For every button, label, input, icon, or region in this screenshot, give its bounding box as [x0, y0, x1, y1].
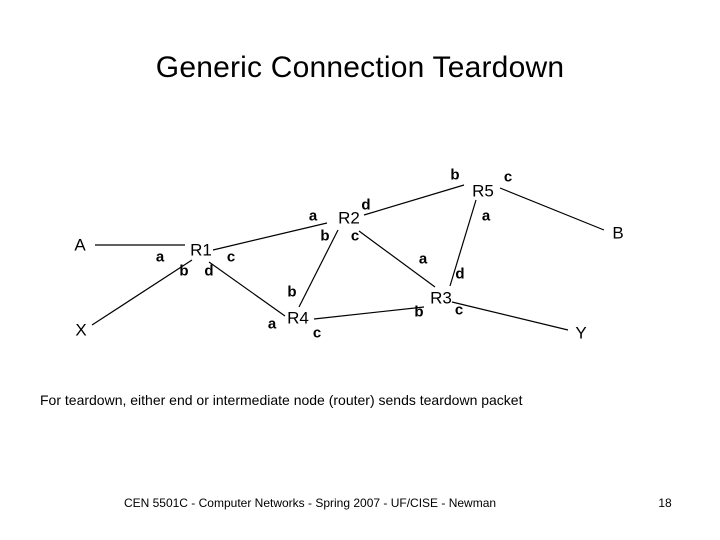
port-label-r4-a: a: [267, 315, 277, 333]
node-label-a: A: [74, 235, 86, 255]
port-label-r5-b: b: [450, 166, 460, 184]
topology-link: [358, 230, 436, 288]
port-label-r1-b: b: [179, 262, 189, 280]
port-label-r1-a: a: [155, 248, 165, 266]
topology-link: [208, 261, 286, 317]
node-label-y: Y: [575, 323, 587, 343]
node-label-b: B: [612, 223, 624, 243]
node-label-r5: R5: [472, 181, 494, 201]
node-label-r2: R2: [338, 208, 360, 228]
node-label-x: X: [75, 320, 87, 340]
topology-link: [313, 306, 425, 320]
topology-link-layer: [91, 184, 605, 331]
slide-caption: For teardown, either end or intermediate…: [40, 392, 523, 408]
topology-link: [91, 259, 193, 326]
port-label-r2-c: c: [350, 227, 360, 245]
topology-link: [298, 229, 339, 308]
port-label-r4-c: c: [312, 324, 322, 342]
port-label-r3-b: b: [414, 303, 424, 321]
port-label-r5-c: c: [503, 168, 513, 186]
port-label-r2-d: d: [361, 196, 371, 214]
port-label-r3-d: d: [455, 265, 465, 283]
footer-page-number: 18: [658, 496, 672, 510]
port-label-r1-c: c: [226, 248, 236, 266]
port-label-r2-b: b: [320, 227, 330, 245]
node-label-r3: R3: [430, 288, 452, 308]
page-title: Generic Connection Teardown: [155, 51, 565, 84]
topology-link: [499, 187, 605, 231]
port-label-r1-d: d: [204, 262, 214, 280]
topology-link: [449, 199, 477, 287]
footer-course-info: CEN 5501C - Computer Networks - Spring 2…: [123, 496, 497, 510]
topology-link: [212, 222, 328, 251]
port-label-r4-b: b: [287, 283, 297, 301]
topology-link: [363, 184, 465, 216]
port-label-r3-c: c: [454, 301, 464, 319]
port-label-r3-a: a: [418, 250, 428, 268]
topology-link: [451, 301, 569, 331]
node-label-r1: R1: [190, 240, 212, 260]
port-label-r2-a: a: [308, 207, 318, 225]
node-label-r4: R4: [287, 308, 309, 328]
port-label-r5-a: a: [481, 207, 491, 225]
